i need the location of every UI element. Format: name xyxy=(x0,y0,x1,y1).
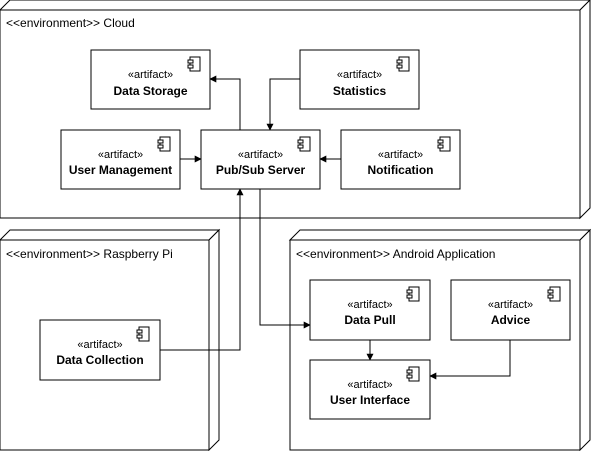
artifact-stereotype: «artifact» xyxy=(337,69,382,81)
edge-data-collection-to-pubsub xyxy=(160,188,244,351)
artifact-notification: «artifact» Notification xyxy=(340,129,461,190)
artifact-name: Data Collection xyxy=(56,353,143,367)
component-icon xyxy=(406,366,420,382)
edge-statistics-to-pubsub xyxy=(266,78,300,131)
component-icon xyxy=(187,56,201,72)
artifact-stereotype: «artifact» xyxy=(347,299,392,311)
artifact-statistics: «artifact» Statistics xyxy=(299,49,420,110)
artifact-name: Statistics xyxy=(333,84,387,98)
edge-pubsub-to-data-storage xyxy=(209,75,241,130)
artifact-name: User Management xyxy=(69,163,172,177)
artifact-name: Data Pull xyxy=(344,313,395,327)
component-icon xyxy=(396,56,410,72)
environment-android-title: <<environment>> Android Application xyxy=(296,247,495,261)
artifact-stereotype: «artifact» xyxy=(238,149,283,161)
artifact-stereotype: «artifact» xyxy=(77,339,122,351)
edge-pubsub-to-data-pull xyxy=(259,189,311,329)
artifact-advice: «artifact» Advice xyxy=(450,279,571,341)
artifact-data-collection: «artifact» Data Collection xyxy=(39,319,161,381)
artifact-data-storage: «artifact» Data Storage xyxy=(90,49,211,110)
component-icon xyxy=(406,286,420,302)
artifact-name: Pub/Sub Server xyxy=(216,163,306,177)
component-icon xyxy=(157,136,171,152)
artifact-name: User Interface xyxy=(330,393,410,407)
edge-advice-to-user-interface xyxy=(429,340,511,380)
environment-android: <<environment>> Android Application xyxy=(288,228,591,451)
environment-raspberry-pi-title: <<environment>> Raspberry Pi xyxy=(6,247,173,261)
artifact-user-interface: «artifact» User Interface xyxy=(309,359,431,420)
artifact-name: Notification xyxy=(368,163,434,177)
artifact-name: Data Storage xyxy=(113,84,187,98)
artifact-stereotype: «artifact» xyxy=(128,69,173,81)
component-icon xyxy=(547,286,561,302)
artifact-user-management: «artifact» User Management xyxy=(60,129,181,190)
artifact-stereotype: «artifact» xyxy=(378,149,423,161)
artifact-data-pull: «artifact» Data Pull xyxy=(309,279,431,341)
component-icon xyxy=(437,136,451,152)
artifact-pubsub-server: «artifact» Pub/Sub Server xyxy=(200,129,321,190)
environment-cloud-title: <<environment>> Cloud xyxy=(6,16,135,30)
artifact-stereotype: «artifact» xyxy=(488,299,533,311)
component-icon xyxy=(136,326,150,342)
artifact-stereotype: «artifact» xyxy=(347,379,392,391)
artifact-stereotype: «artifact» xyxy=(98,149,143,161)
component-icon xyxy=(297,136,311,152)
artifact-name: Advice xyxy=(491,313,531,327)
